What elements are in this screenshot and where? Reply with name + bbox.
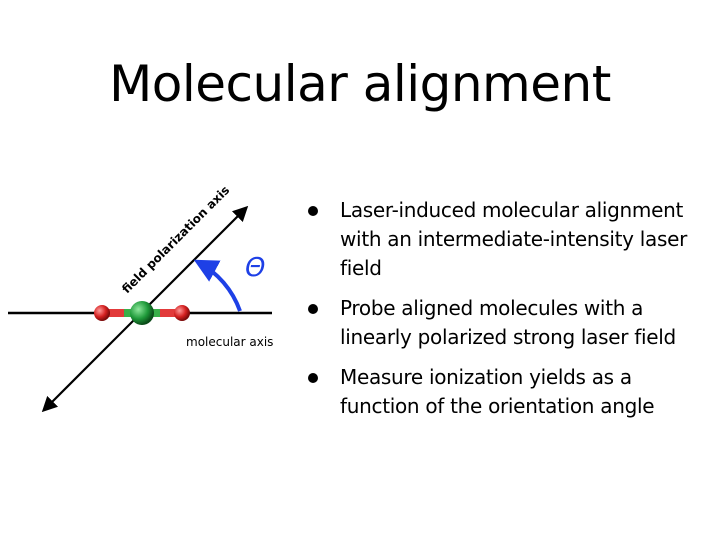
- bond-left: [102, 309, 124, 317]
- bullet-list: Laser-induced molecular alignment with a…: [306, 196, 706, 432]
- bullet-item: Laser-induced molecular alignment with a…: [306, 196, 706, 283]
- bullet-item: Measure ionization yields as a function …: [306, 363, 706, 421]
- bullet-text: Probe aligned molecules with a linearly …: [340, 296, 676, 349]
- atom-left: [94, 305, 110, 321]
- atom-center: [130, 301, 154, 325]
- bullet-dot-icon: [308, 206, 318, 216]
- bullet-text: Laser-induced molecular alignment with a…: [340, 198, 688, 280]
- bullet-text: Measure ionization yields as a function …: [340, 365, 655, 418]
- angle-symbol: Θ: [245, 253, 265, 283]
- bond-right: [160, 309, 182, 317]
- atom-right: [174, 305, 190, 321]
- slide-title: Molecular alignment: [109, 55, 611, 113]
- angle-arc-arrow: [193, 259, 242, 312]
- bullet-item: Probe aligned molecules with a linearly …: [306, 294, 706, 352]
- molecular-axis-label: molecular axis: [186, 335, 273, 349]
- bullet-dot-icon: [308, 304, 318, 314]
- bullet-dot-icon: [308, 373, 318, 383]
